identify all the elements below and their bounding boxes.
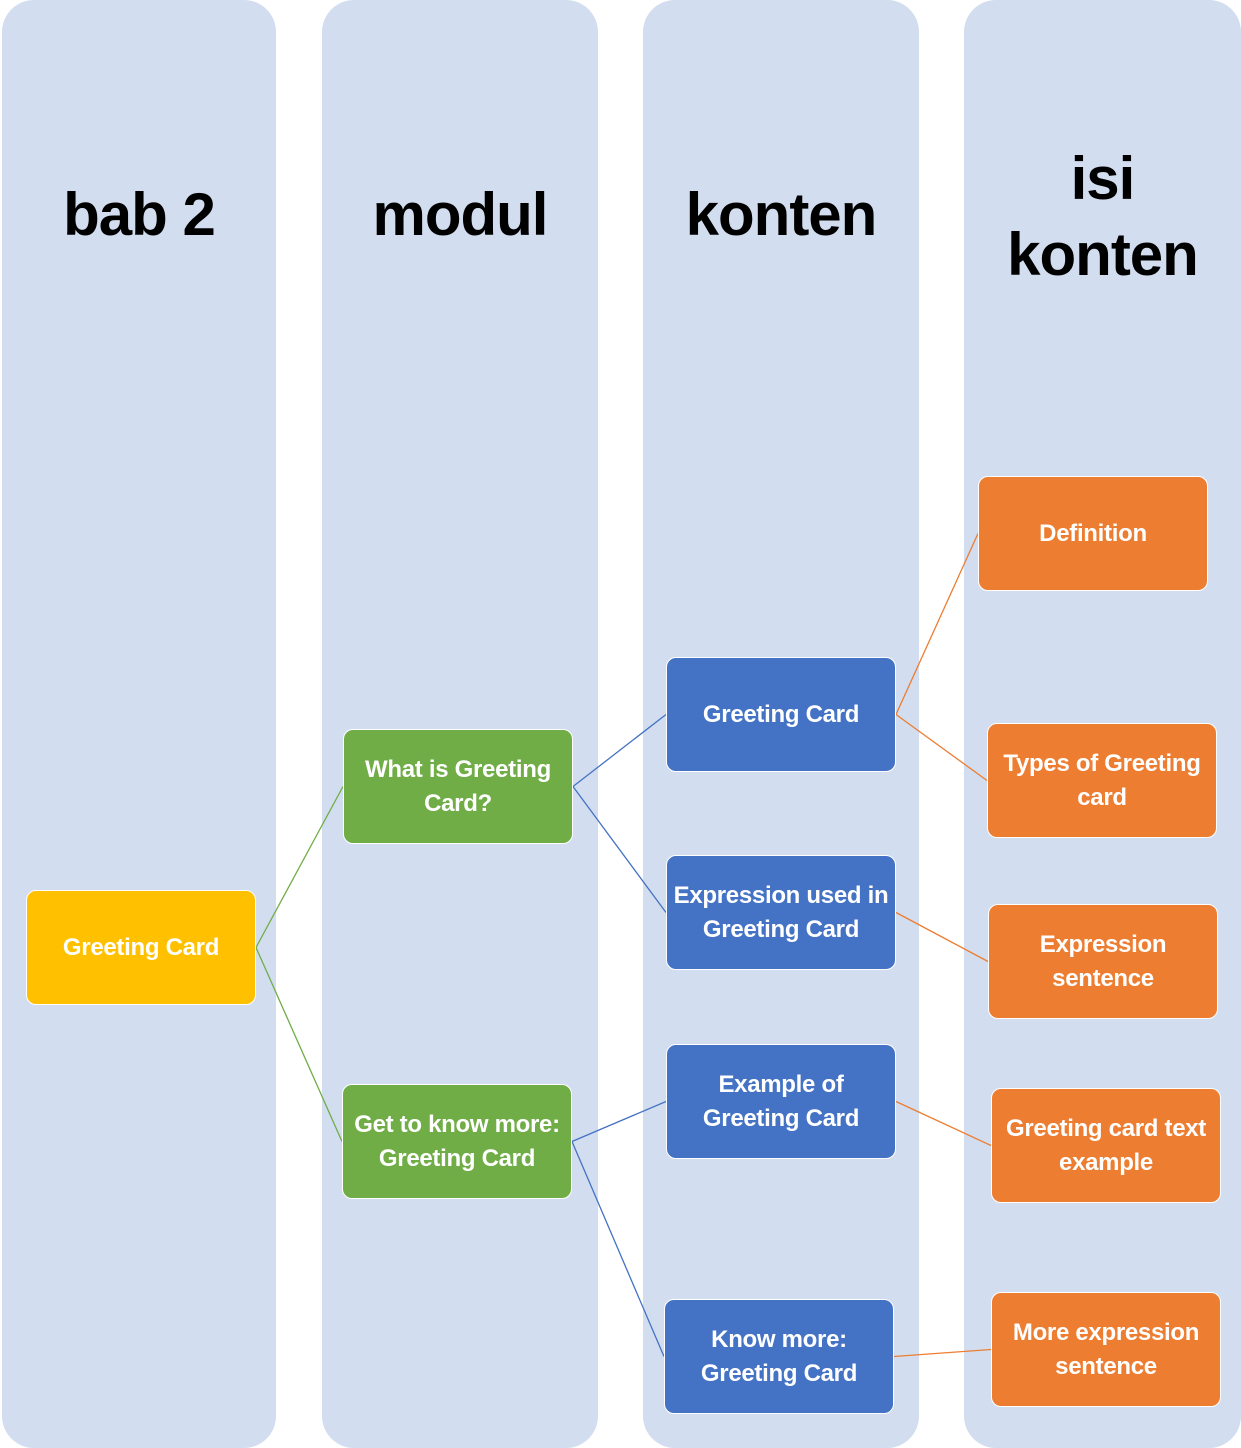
- lane-modul: modul: [322, 0, 598, 1448]
- node-isi-1[interactable]: Definition: [978, 476, 1208, 591]
- node-konten-3[interactable]: Example of Greeting Card: [666, 1044, 896, 1159]
- lane-title-isi: isi: [1070, 145, 1136, 212]
- node-konten-1[interactable]: Greeting Card: [666, 657, 896, 772]
- node-label: Greeting Card: [62, 933, 220, 961]
- node-isi-4[interactable]: Greeting card text example: [991, 1088, 1221, 1203]
- node-konten-4[interactable]: Know more: Greeting Card: [664, 1299, 894, 1414]
- lane-title-bab-2: bab 2: [63, 181, 216, 248]
- node-label: Definition: [1039, 519, 1147, 547]
- lane-title-konten-2: konten: [1007, 221, 1199, 288]
- node-label: Greeting Card: [702, 700, 860, 728]
- lane-title-konten: konten: [685, 181, 878, 248]
- node-label: Expression used in Greeting Card: [673, 881, 889, 943]
- node-label: Types of Greeting card: [1003, 749, 1201, 811]
- node-isi-5[interactable]: More expression sentence: [991, 1292, 1221, 1407]
- node-isi-2[interactable]: Types of Greeting card: [987, 723, 1217, 838]
- lane-bab-2: bab 2: [2, 0, 276, 1448]
- node-isi-3[interactable]: Expression sentence: [988, 904, 1218, 1019]
- node-label: Greeting card text example: [1006, 1114, 1206, 1176]
- node-modul-2[interactable]: Get to know more: Greeting Card: [342, 1084, 572, 1199]
- lane-title-modul: modul: [372, 181, 549, 248]
- node-label: More expression sentence: [1012, 1318, 1200, 1380]
- node-label: Expression sentence: [1039, 930, 1167, 992]
- node-konten-2[interactable]: Expression used in Greeting Card: [666, 855, 896, 970]
- node-label: Know more: Greeting Card: [700, 1325, 858, 1387]
- node-modul-1[interactable]: What is Greeting Card?: [343, 729, 573, 844]
- node-label: What is Greeting Card?: [365, 755, 551, 817]
- node-label: Example of Greeting Card: [702, 1070, 860, 1132]
- node-root[interactable]: Greeting Card: [26, 890, 256, 1005]
- node-label: Get to know more: Greeting Card: [354, 1110, 560, 1172]
